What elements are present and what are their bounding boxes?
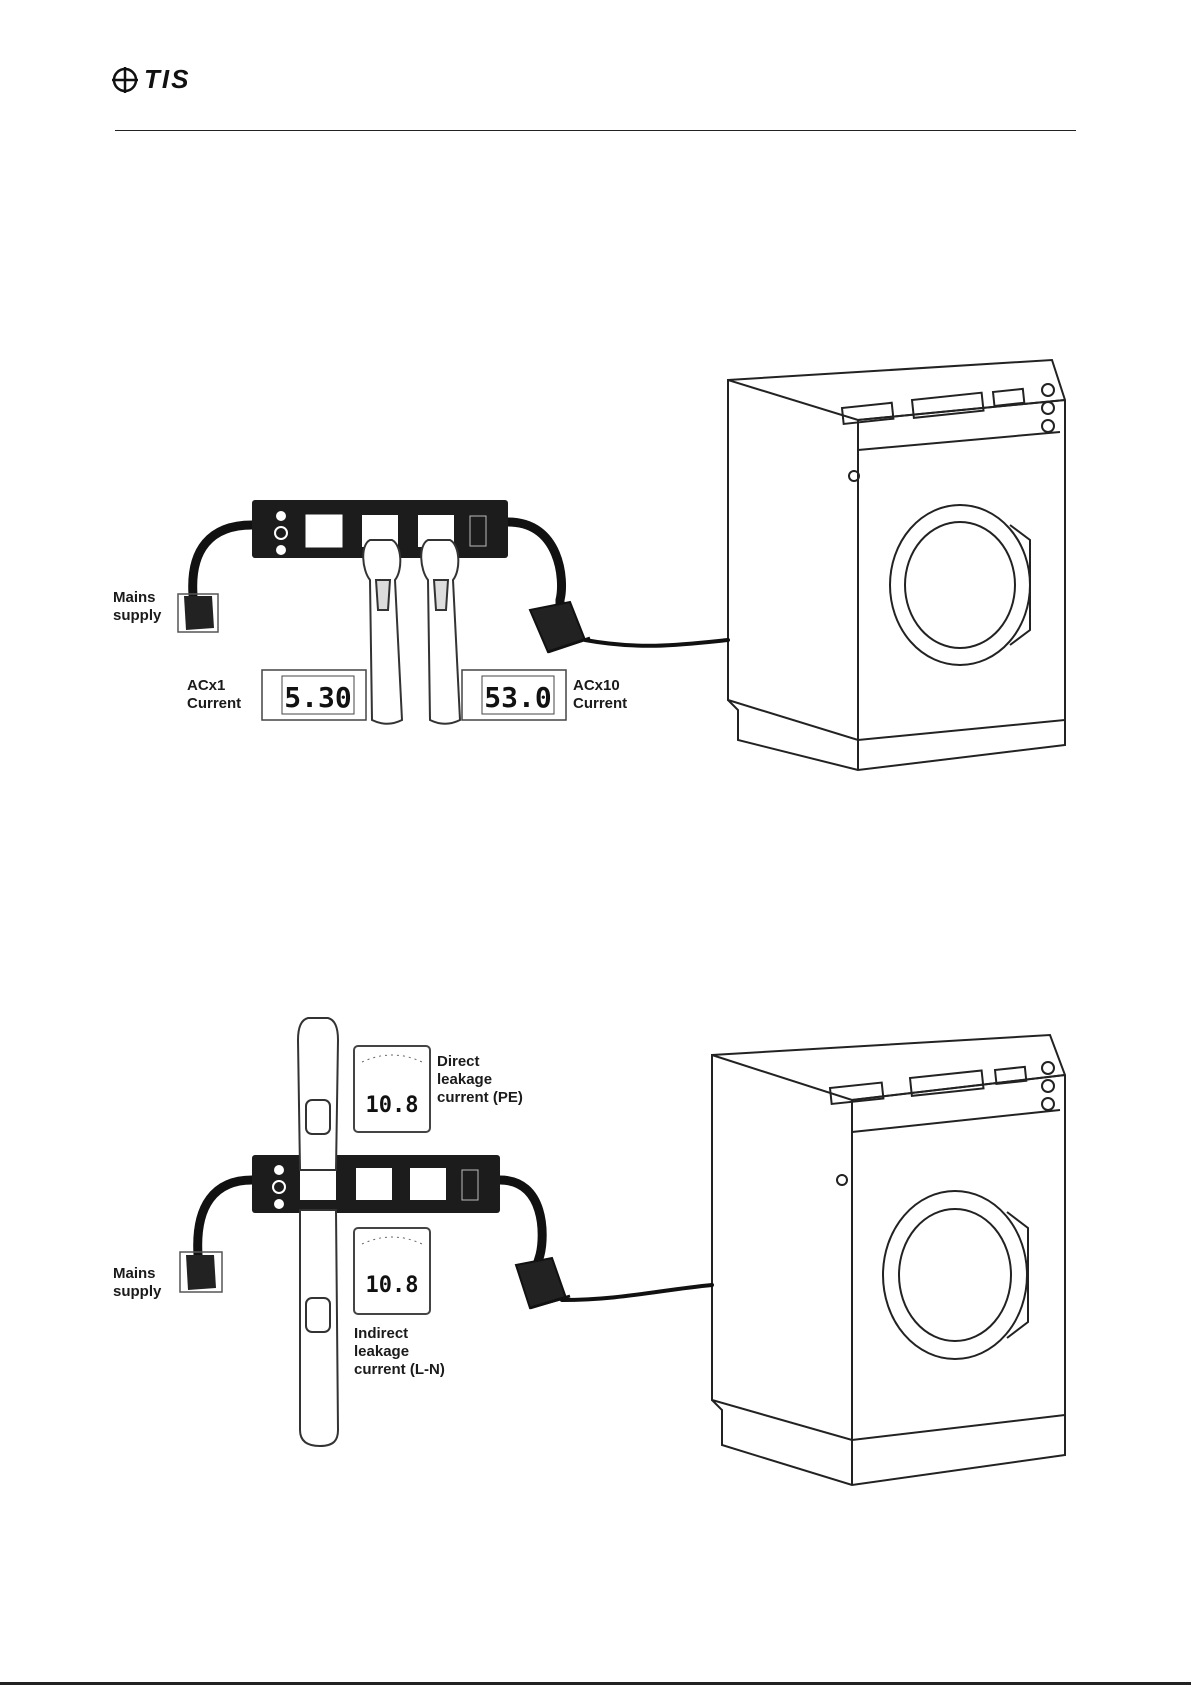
washing-machine-icon <box>712 1035 1065 1485</box>
appliance-plug-icon <box>530 602 590 652</box>
top-meter-reading: 10.8 <box>366 1093 419 1118</box>
fig1-right-label-line1: ACx10 <box>573 677 620 694</box>
mains-cable <box>193 525 252 595</box>
figure-leakage-measurement: Mains supply 10.8 Direct leakage <box>0 1000 1191 1500</box>
washing-machine-icon <box>728 360 1065 770</box>
fig2-mains-label-line1: Mains <box>113 1265 156 1282</box>
mains-cable <box>198 1180 252 1255</box>
mains-plug-icon <box>178 594 218 632</box>
header-rule <box>115 130 1076 131</box>
clamp-meter-left-icon <box>363 540 402 724</box>
left-display: 5.30 <box>262 670 366 720</box>
fig2-bottom-label-line3: current (L-N) <box>354 1361 445 1378</box>
right-display-reading: 53.0 <box>484 681 551 714</box>
fig1-left-label-line1: ACx1 <box>187 677 225 694</box>
bottom-meter-reading: 10.8 <box>366 1273 419 1298</box>
fig2-top-label-line3: current (PE) <box>437 1089 523 1106</box>
left-display-reading: 5.30 <box>284 681 351 714</box>
fig2-bottom-label-line1: Indirect <box>354 1325 408 1342</box>
fig2-top-label-line2: leakage <box>437 1071 492 1088</box>
clamp-meter-right-icon <box>421 540 460 724</box>
leakage-adapter-box <box>252 1155 500 1213</box>
fig1-left-label-line2: Current <box>187 695 241 712</box>
figure-current-measurement: Mains supply 5.30 ACx1 Cur <box>0 340 1191 780</box>
fig1-mains-label-line1: Mains <box>113 589 156 606</box>
fig2-top-label-line1: Direct <box>437 1053 480 1070</box>
figure2-drawing: Mains supply 10.8 Direct leakage <box>0 1000 1191 1500</box>
clamp-meter-vertical-icon <box>298 1018 338 1446</box>
fig2-mains-label-line2: supply <box>113 1283 162 1300</box>
figure1-drawing: Mains supply 5.30 ACx1 Cur <box>0 340 1191 780</box>
right-display: 53.0 <box>462 670 566 720</box>
fig2-bottom-label-line2: leakage <box>354 1343 409 1360</box>
fig1-right-label-line2: Current <box>573 695 627 712</box>
fig1-mains-label-line2: supply <box>113 607 162 624</box>
logo-text: TIS <box>144 64 190 95</box>
mains-plug-icon <box>180 1252 222 1292</box>
top-leakage-meter: 10.8 <box>354 1046 430 1132</box>
company-logo: TIS <box>110 64 190 95</box>
bottom-leakage-meter: 10.8 <box>354 1228 430 1314</box>
crosshair-logo-icon <box>110 65 140 95</box>
